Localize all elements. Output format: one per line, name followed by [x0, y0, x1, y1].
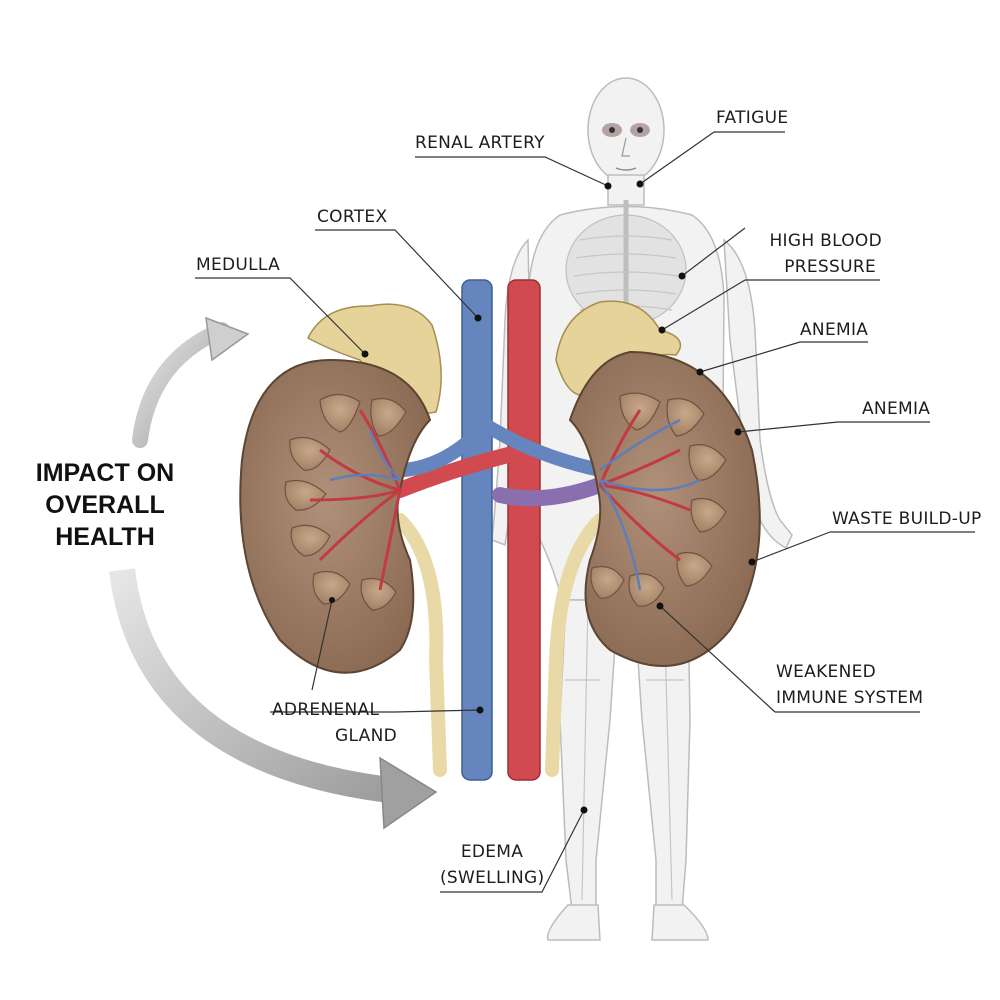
title-line-3: HEALTH: [20, 521, 190, 553]
right-foot: [652, 905, 708, 940]
label-cortex: CORTEX: [317, 207, 387, 227]
label-edema-1: EDEMA: [440, 842, 544, 862]
leader-anemia-1: [700, 342, 868, 372]
head: [588, 78, 664, 182]
label-adrenal-2: GLAND: [335, 726, 397, 746]
label-edema-2: (SWELLING): [440, 868, 544, 888]
left-foot: [548, 905, 600, 940]
title-line-1: IMPACT ON: [20, 457, 190, 489]
label-renal-artery: RENAL ARTERY: [415, 133, 545, 153]
label-adrenal-1: ADRENENAL: [272, 700, 379, 720]
label-immune-system: IMMUNE SYSTEM: [776, 688, 923, 708]
label-waste-buildup: WASTE BUILD-UP: [832, 509, 982, 529]
label-fatigue: FATIGUE: [716, 108, 788, 128]
aorta: [508, 280, 540, 780]
label-high-blood-1: HIGH BLOOD: [740, 231, 882, 251]
label-weakened: WEAKENED: [776, 662, 876, 682]
vena-cava: [462, 280, 492, 780]
label-anemia-2: ANEMIA: [862, 399, 930, 419]
label-anemia-1: ANEMIA: [800, 320, 868, 340]
leader-anemia-2: [738, 422, 930, 432]
label-high-blood-2: PRESSURE: [740, 257, 876, 277]
title-line-2: OVERALL: [20, 489, 190, 521]
arrow-head-bottom: [380, 758, 436, 828]
impact-title: IMPACT ON OVERALL HEALTH: [20, 457, 190, 553]
label-medulla: MEDULLA: [196, 255, 280, 275]
leader-renal-artery: [415, 157, 608, 186]
